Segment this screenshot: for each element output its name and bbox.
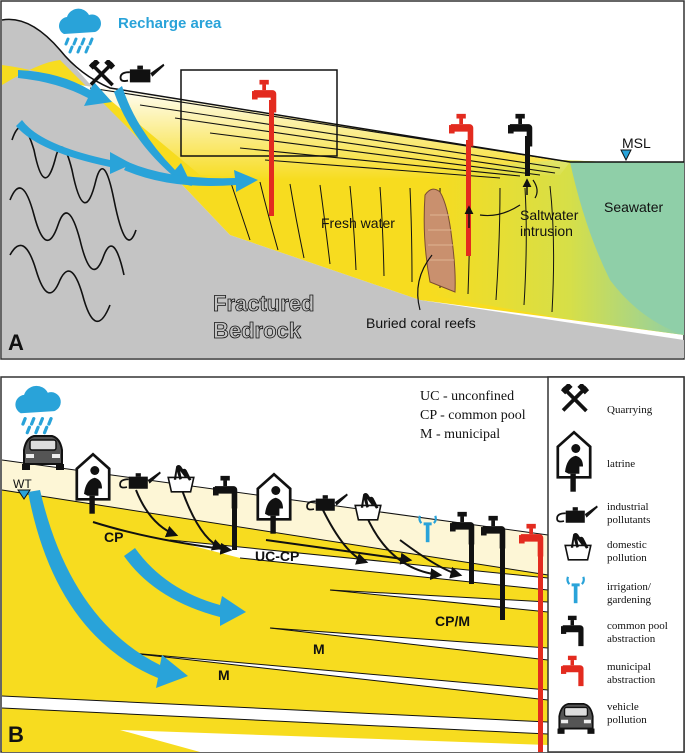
common-pool-well (525, 136, 530, 176)
msl-label: MSL (622, 135, 651, 151)
cp-m-label: CP/M (435, 613, 470, 629)
panel-a-letter: A (8, 330, 24, 355)
bedrock-label: Bedrock (213, 318, 302, 343)
panel-b-letter: B (8, 722, 24, 747)
abbrev-cp: CP - common pool (420, 408, 526, 423)
msl-triangle-icon (620, 149, 632, 162)
uc-cp-label: UC-CP (255, 548, 299, 564)
municipal-well-b (538, 546, 543, 752)
m-label-mid: M (313, 641, 325, 657)
legend-vehicle-icon (556, 703, 596, 735)
legend-irrigation-label-2: gardening (607, 594, 651, 606)
legend-vehicle-label-2: pollution (607, 714, 647, 726)
cp-label: CP (104, 529, 123, 545)
common-pool-well-b2 (469, 534, 474, 584)
legend-irrigation-label-1: irrigation/ (607, 581, 652, 593)
legend: Quarrying latrine industrial pollutants … (547, 376, 685, 753)
ground-surface (1, 18, 684, 163)
legend-vehicle-label-1: vehicle (607, 701, 639, 713)
legend-domestic-label-1: domestic (607, 539, 647, 551)
wt-label: WT (13, 477, 32, 491)
saltwater-label-line1: Saltwater (520, 207, 579, 223)
saltwater-label-line2: intrusion (520, 223, 573, 239)
municipal-well-1 (269, 100, 274, 216)
bedrock-fold-lines (9, 126, 137, 323)
legend-common-pool-label-2: abstraction (607, 633, 656, 645)
abbrev-m: M - municipal (420, 427, 500, 442)
legend-municipal-label-2: abstraction (607, 674, 656, 686)
legend-common-pool-label-1: common pool (607, 620, 668, 632)
water-table-triangle-icon (17, 489, 31, 500)
fresh-water-label: Fresh water (321, 215, 395, 231)
municipal-well-2 (466, 140, 471, 256)
fractured-label: Fractured (213, 291, 314, 316)
legend-box (547, 376, 685, 753)
saltwater-pointer-2 (532, 179, 538, 199)
vehicle-icon-b (21, 435, 65, 471)
m-label-low: M (218, 667, 230, 683)
panel-a: Recharge area MSL Seawater Fresh water S… (0, 0, 685, 360)
legend-latrine-label: latrine (607, 458, 635, 470)
legend-industrial-label-2: pollutants (607, 514, 650, 526)
legend-quarrying-label: Quarrying (607, 404, 653, 416)
groundwater-flow-arrows (28, 490, 246, 688)
seawater-body (570, 162, 684, 335)
seawater-label: Seawater (604, 199, 663, 215)
coral-pointer (417, 254, 433, 311)
recharge-flow-arrows (16, 70, 258, 192)
legend-domestic-label-2: pollution (607, 552, 647, 564)
fractured-bedrock (2, 19, 684, 358)
common-pool-well-b1 (232, 498, 237, 550)
legend-industrial-label-1: industrial (607, 501, 649, 513)
abbrev-uc: UC - unconfined (420, 389, 514, 404)
contaminant-flow-arrows (92, 489, 463, 581)
buried-coral-reefs-label: Buried coral reefs (366, 315, 476, 331)
common-pool-well-b3 (500, 538, 505, 620)
recharge-area-label: Recharge area (118, 15, 222, 32)
inset-box (180, 69, 338, 157)
coral-hatching (428, 214, 454, 261)
legend-municipal-label-1: municipal (607, 661, 651, 673)
saltwater-pointer (479, 204, 521, 217)
